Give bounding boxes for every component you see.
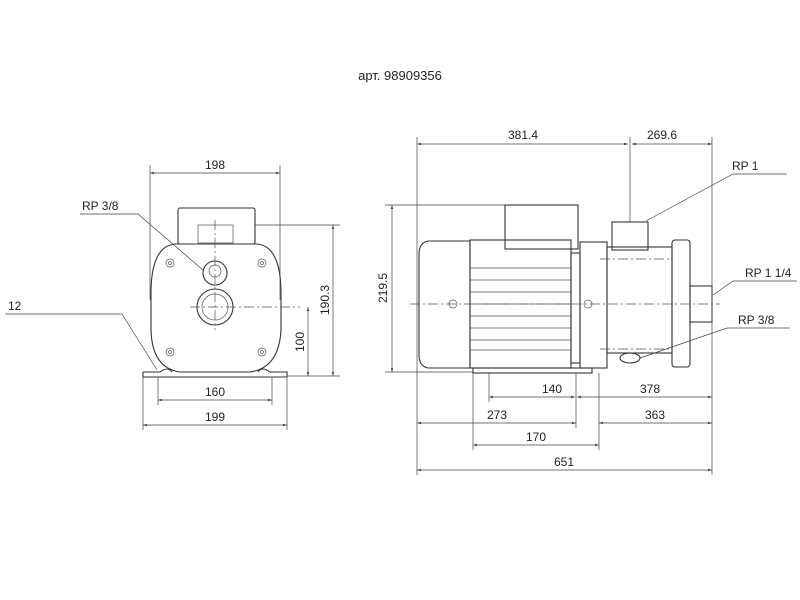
dim-219-5: 219.5 [376,273,390,303]
dim-381-4: 381.4 [508,128,538,142]
label-rp-3-8-side: RP 3/8 [738,313,775,327]
dim-100: 100 [293,332,307,352]
dim-199: 199 [205,410,225,424]
motor-feet [472,367,593,374]
dim-363: 363 [645,408,665,422]
label-rp-1: RP 1 [732,159,759,173]
front-view: 198 190.3 100 160 199 RP 3/8 12 [5,158,340,430]
pump-housing [150,243,282,373]
dim-198: 198 [205,158,225,172]
drain-plug [619,352,641,364]
bolt-icons [165,258,267,357]
fan-cover [418,240,471,369]
pump-chamber [606,246,673,354]
label-rp-3-8-front: RP 3/8 [82,199,119,213]
discharge-port [611,221,649,251]
terminal-box [177,207,256,245]
dim-273: 273 [487,408,507,422]
dim-651: 651 [554,455,574,469]
pump-flange [671,239,691,368]
dim-170: 170 [526,430,546,444]
article-number: арт. 98909356 [358,68,442,83]
terminal-box-side [504,204,579,250]
label-12: 12 [8,299,22,313]
side-view: 381.4 269.6 219.5 140 378 273 363 170 65… [376,128,797,475]
top-port [197,224,234,244]
dim-160: 160 [205,385,225,399]
dim-378: 378 [640,382,660,396]
dim-269-6: 269.6 [647,128,677,142]
label-rp-1-1-4: RP 1 1/4 [745,266,792,280]
cooling-fins [470,267,571,351]
dim-190-3: 190.3 [318,285,332,315]
dim-140: 140 [542,382,562,396]
pump-feet [142,368,288,378]
